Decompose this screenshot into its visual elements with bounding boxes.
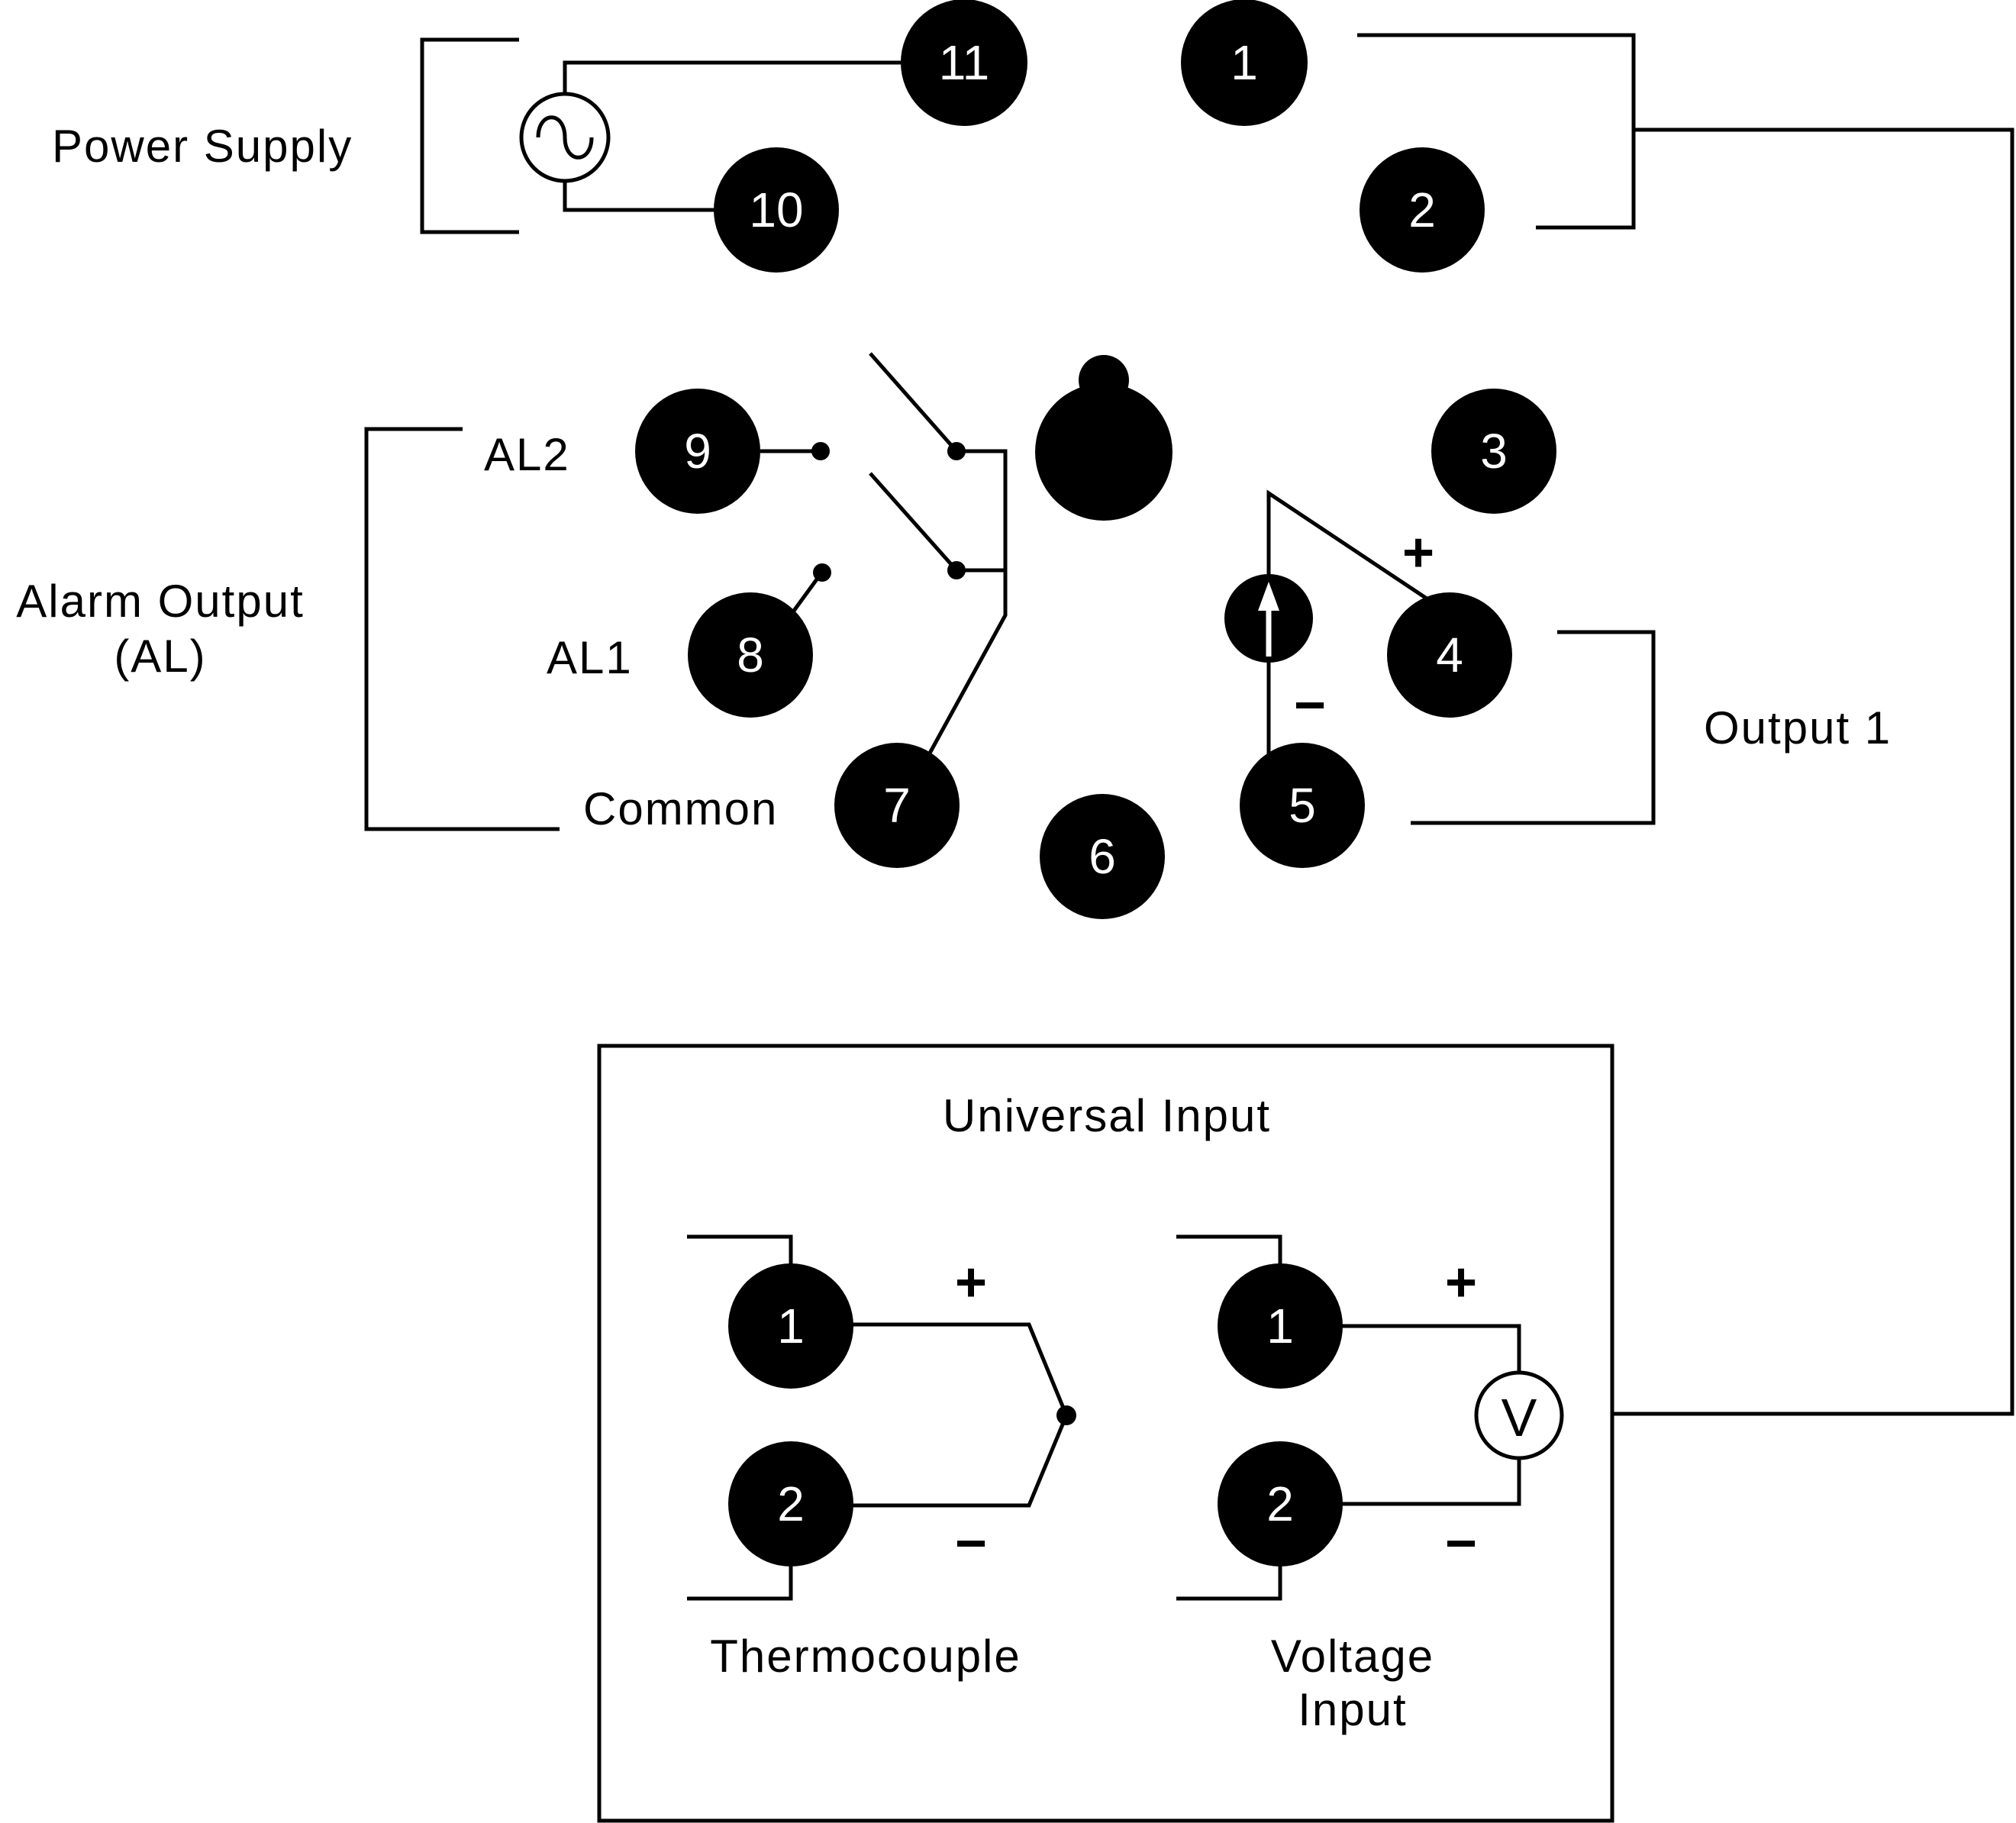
voltmeter-letter: V	[1502, 1388, 1537, 1447]
al2-switch-blade	[869, 352, 958, 453]
voltage-input-label: Voltage	[1271, 1631, 1434, 1682]
terminal-9-label: 9	[684, 424, 711, 479]
output1-bracket	[1411, 630, 1656, 825]
base-key	[1035, 355, 1173, 521]
current-source-icon	[1224, 574, 1313, 663]
output-minus-sign: −	[1294, 675, 1326, 736]
tc-plus-sign: +	[955, 1252, 987, 1313]
polarity-signs: + − + − + −	[955, 522, 1477, 1574]
tc-terminal-1-label: 1	[777, 1299, 805, 1354]
alarm-output-label: Alarm Output	[16, 576, 304, 627]
universal-input-title: Universal Input	[943, 1090, 1271, 1141]
terminal-2: 2	[1360, 147, 1485, 273]
common-bus	[925, 449, 1008, 759]
ac-source-icon	[519, 92, 611, 183]
alarm-output-bracket	[364, 427, 560, 831]
terminal-2-label: 2	[1408, 182, 1436, 237]
output-plus-sign: +	[1402, 522, 1434, 583]
tc-upper-lead	[687, 1234, 793, 1275]
power-supply-bracket	[420, 37, 519, 234]
terminal-4: 4	[1387, 592, 1512, 718]
power-lead-11	[563, 60, 901, 107]
voltage-input-sublabel: Input	[1298, 1684, 1407, 1735]
al2-label: AL2	[484, 429, 570, 480]
thermocouple-label: Thermocouple	[710, 1631, 1021, 1682]
contact-dots	[811, 442, 1076, 1425]
al1-label: AL1	[547, 632, 633, 683]
terminal-1-label: 1	[1231, 35, 1258, 90]
terminal-11: 11	[901, 0, 1027, 126]
v-terminal-1: 1	[1218, 1263, 1343, 1389]
al2-contact-dot	[811, 442, 830, 460]
al1-switch-blade	[869, 472, 958, 572]
alarm-output-sublabel: (AL)	[114, 631, 206, 682]
v-minus-sign: −	[1445, 1513, 1477, 1574]
output1-label: Output 1	[1704, 702, 1892, 753]
terminal-10-label: 10	[749, 182, 803, 237]
v-terminal-2: 2	[1218, 1441, 1343, 1566]
text-labels: Power Supply AL2 Alarm Output (AL) AL1 C…	[16, 121, 1892, 1735]
v-plus-sign: +	[1445, 1252, 1477, 1313]
terminal-7: 7	[834, 743, 960, 868]
wires	[364, 33, 2014, 1823]
voltmeter-icon: V	[1474, 1370, 1564, 1460]
terminal-6-label: 6	[1089, 829, 1116, 884]
tc-terminal-2-label: 2	[777, 1476, 805, 1531]
al1-terminal-lead	[792, 573, 823, 612]
al1-contact-dot	[813, 563, 831, 582]
tc-terminal-2: 2	[728, 1441, 853, 1566]
common-label: Common	[583, 783, 778, 834]
tc-junction-wire	[840, 1322, 1069, 1508]
terminal-3: 3	[1431, 389, 1556, 514]
v-terminal-1-label: 1	[1266, 1299, 1294, 1354]
output-current-loop	[1266, 489, 1435, 756]
terminal-5: 5	[1240, 743, 1365, 868]
al2-pivot-dot	[947, 442, 966, 460]
terminal-5-label: 5	[1289, 778, 1316, 833]
universal-input-box	[597, 1044, 1614, 1823]
terminal-1: 1	[1181, 0, 1308, 126]
tc-terminal-1: 1	[728, 1263, 853, 1389]
terminal-7-label: 7	[883, 778, 911, 833]
tc-lower-lead	[687, 1565, 793, 1601]
tc-junction-dot	[1056, 1405, 1076, 1425]
terminal-6: 6	[1040, 794, 1165, 919]
terminal-3-label: 3	[1480, 424, 1508, 479]
terminal-9: 9	[635, 389, 760, 514]
base-terminals: 11 1 10 2 9 3 8 4	[635, 0, 1556, 919]
power-supply-label: Power Supply	[52, 121, 353, 172]
tc-minus-sign: −	[955, 1513, 987, 1574]
input-terminals: 1 2 1 2	[728, 1263, 1343, 1566]
terminal-8-label: 8	[737, 628, 764, 682]
v-lower-lead	[1176, 1565, 1282, 1601]
terminal-8: 8	[688, 592, 813, 718]
input-link-wire	[1612, 127, 2014, 1416]
base-key-body	[1035, 383, 1173, 521]
v-upper-lead	[1176, 1234, 1282, 1275]
v-terminal-2-label: 2	[1266, 1476, 1294, 1531]
terminal-10: 10	[714, 147, 839, 273]
al1-pivot-dot	[947, 561, 966, 579]
terminal-4-label: 4	[1436, 628, 1463, 682]
terminal-11-label: 11	[939, 35, 989, 90]
